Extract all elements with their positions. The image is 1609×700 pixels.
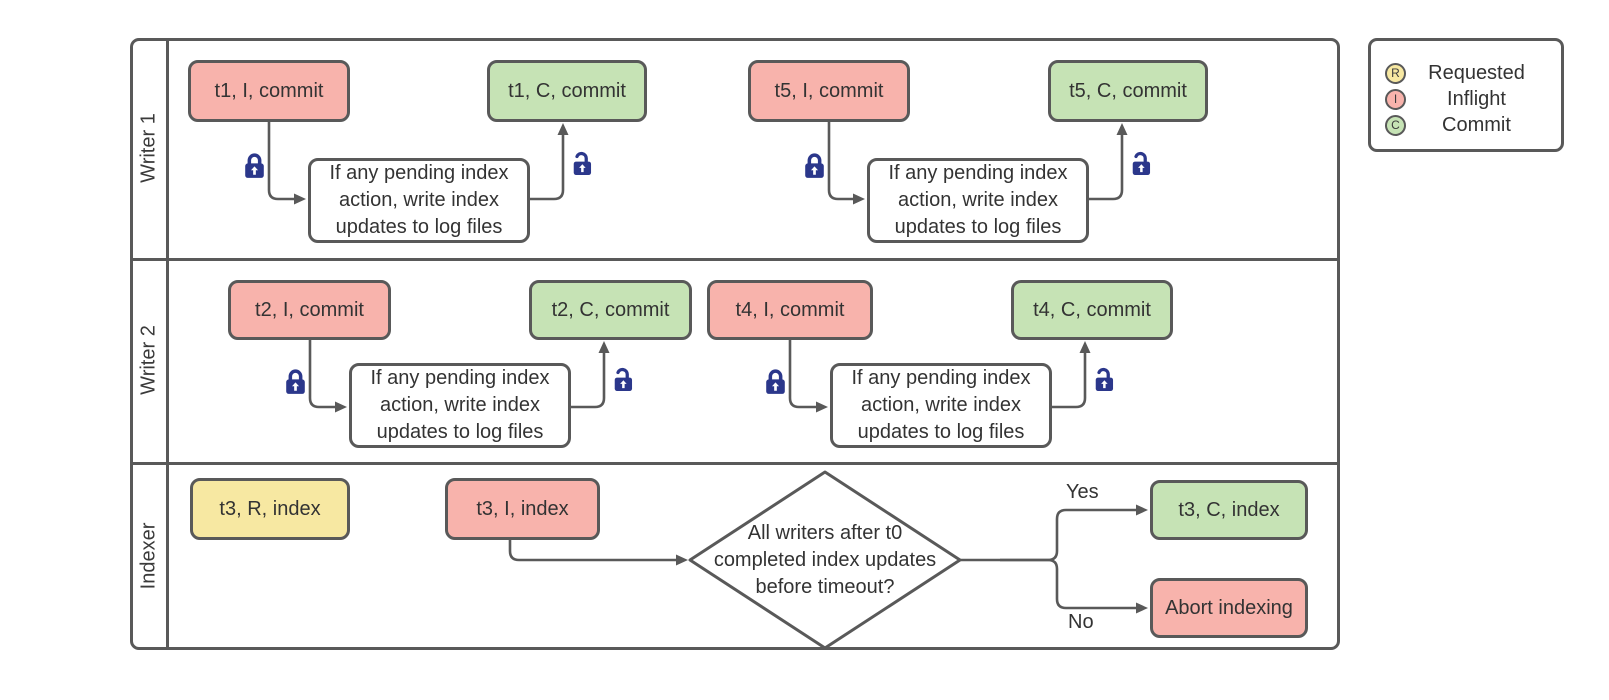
node-t1-commit: t1, C, commit <box>487 60 647 122</box>
node-t3-inflight: t3, I, index <box>445 478 600 540</box>
node-t2-commit: t2, C, commit <box>529 280 692 340</box>
lane-divider-2 <box>130 462 1340 465</box>
lane-label-writer-1: Writer 1 <box>137 113 160 183</box>
node-t3-requested: t3, R, index <box>190 478 350 540</box>
legend-item-requested: R Requested <box>1385 61 1547 85</box>
legend-item-inflight: I Inflight <box>1385 87 1547 111</box>
node-t5-inflight: t5, I, commit <box>748 60 910 122</box>
node-t1-inflight: t1, I, commit <box>188 60 350 122</box>
process-box-writer2-a: If any pending index action, write index… <box>349 363 571 448</box>
node-t5-commit: t5, C, commit <box>1048 60 1208 122</box>
process-box-writer1-a: If any pending index action, write index… <box>308 158 530 243</box>
legend-label-commit: Commit <box>1442 113 1511 136</box>
legend-label-requested: Requested <box>1428 61 1525 84</box>
node-t4-inflight: t4, I, commit <box>707 280 873 340</box>
closed-lock-icon <box>283 366 308 397</box>
requested-state-icon: R <box>1385 62 1406 84</box>
open-lock-icon <box>567 148 592 179</box>
node-t4-commit: t4, C, commit <box>1011 280 1173 340</box>
closed-lock-icon <box>763 366 788 397</box>
commit-state-icon: C <box>1385 114 1406 136</box>
legend: R Requested I Inflight C Commit <box>1368 38 1564 152</box>
closed-lock-icon <box>802 150 827 181</box>
edge-label-no: No <box>1068 611 1094 633</box>
lane-label-writer-2: Writer 2 <box>137 325 160 395</box>
node-t2-inflight: t2, I, commit <box>228 280 391 340</box>
legend-item-commit: C Commit <box>1385 113 1547 137</box>
inflight-state-icon: I <box>1385 88 1406 110</box>
closed-lock-icon <box>242 150 267 181</box>
process-box-writer2-b: If any pending index action, write index… <box>830 363 1052 448</box>
process-box-writer1-b: If any pending index action, write index… <box>867 158 1089 243</box>
open-lock-icon <box>1089 364 1114 395</box>
legend-label-inflight: Inflight <box>1447 87 1506 110</box>
open-lock-icon <box>608 364 633 395</box>
open-lock-icon <box>1126 148 1151 179</box>
lane-label-indexer: Indexer <box>137 522 160 590</box>
lane-label-column-divider <box>166 38 169 650</box>
node-t3-commit: t3, C, index <box>1150 480 1308 540</box>
node-abort-indexing: Abort indexing <box>1150 578 1308 638</box>
lane-divider-1 <box>130 258 1340 261</box>
edge-label-yes: Yes <box>1066 481 1099 503</box>
decision-diamond-label: All writers after t0 completed index upd… <box>713 521 937 598</box>
